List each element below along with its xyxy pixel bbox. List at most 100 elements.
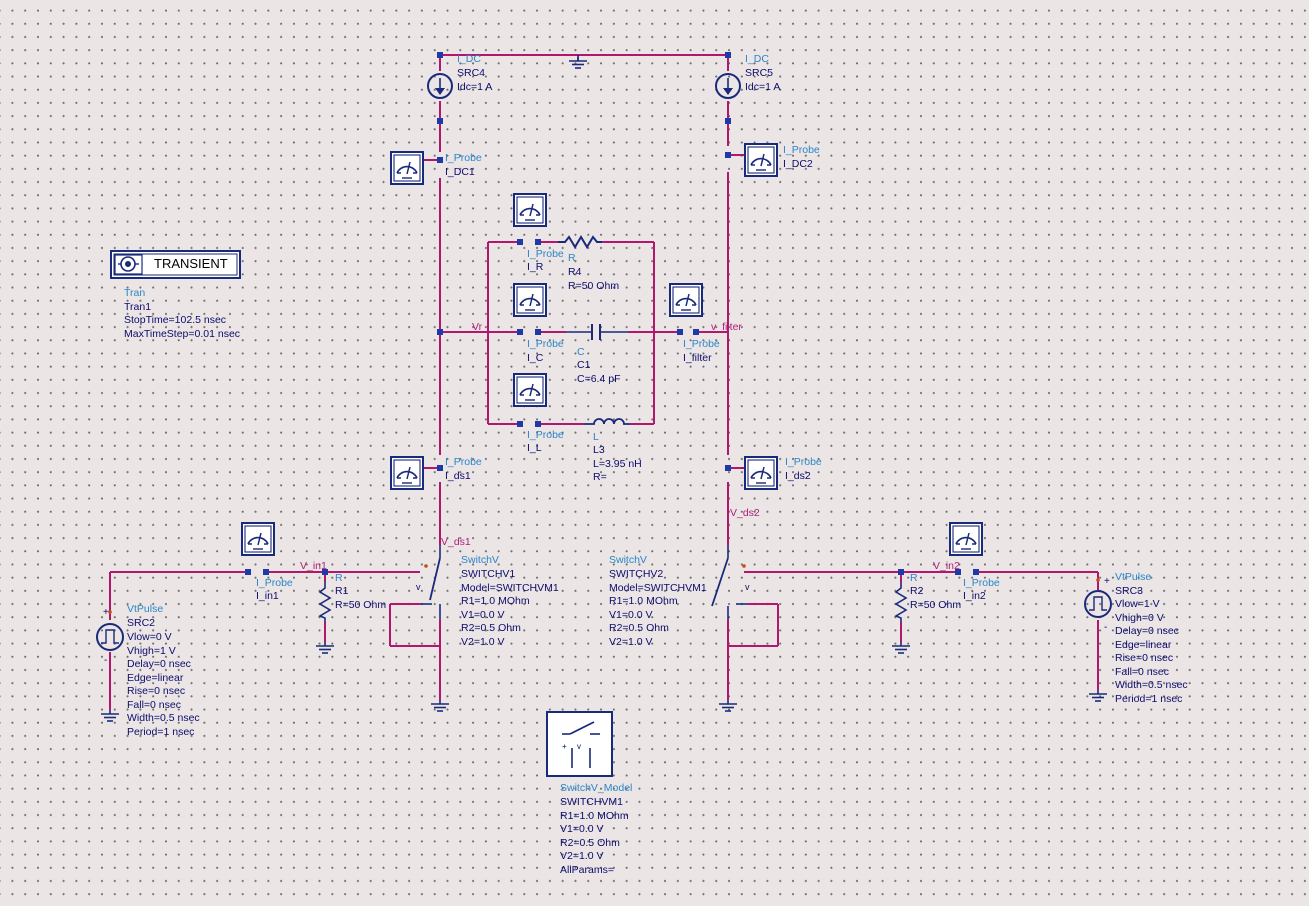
src2-param-0: Vlow=0 V	[127, 631, 172, 643]
probe-in1-type: I_Probe	[256, 577, 293, 589]
grounds	[100, 55, 1108, 722]
model-param-1: V1=0.0 V	[560, 823, 604, 835]
r4-value: R=50 Ohm	[568, 280, 619, 292]
probe-l[interactable]: I_Probe I_L	[513, 373, 564, 454]
src3[interactable]: + - VtPulse SRC3 Vlow=1 V Vhigh=0 V Dela…	[1084, 571, 1188, 705]
r4-name: R4	[568, 266, 582, 278]
resistor-icon	[318, 582, 332, 622]
src3-param-5: Fall=0 nsec	[1115, 666, 1169, 678]
r1-value: R=50 Ohm	[335, 599, 386, 611]
switch1-param-4: V2=1.0 V	[461, 636, 505, 648]
transient-controller[interactable]: TRANSIENT Tran Tran1 StopTime=102.5 nsec…	[110, 250, 241, 340]
probe-dc1[interactable]: I_Probe I_DC1	[390, 151, 482, 185]
src3-param-3: Edge=linear	[1115, 639, 1172, 651]
src2-param-4: Rise=0 nsec	[127, 685, 185, 697]
model-param-3: V2=1.0 V	[560, 850, 604, 862]
svg-text:+: +	[1104, 576, 1110, 587]
net-label-v-ds1: V_ds1	[441, 536, 471, 548]
probe-dc2-type: I_Probe	[783, 144, 820, 156]
probe-l-name: I_L	[527, 442, 542, 454]
model-type: SwitchV_Model	[560, 782, 632, 794]
svg-text:-: -	[104, 655, 107, 666]
switch2[interactable]: v SwitchV SWITCHV2 Model=SWITCHVM1 R1=1.…	[609, 545, 750, 648]
svg-text:v: v	[416, 582, 421, 592]
r2-name: R2	[910, 585, 924, 597]
r4[interactable]: R R4 R=50 Ohm	[558, 235, 619, 292]
probe-dc2[interactable]: I_Probe I_DC2	[744, 143, 820, 177]
probe-in1[interactable]: I_Probe I_in1	[241, 522, 293, 602]
probe-in2-name: I_in2	[963, 590, 986, 602]
switch1-param-2: V1=0.0 V	[461, 609, 505, 621]
switch2-name: SWITCHV2	[609, 568, 663, 580]
probe-c[interactable]: I_Probe I_C	[513, 283, 564, 364]
probe-l-type: I_Probe	[527, 429, 564, 441]
net-label-vr: Vr	[472, 321, 483, 333]
probe-r[interactable]: I_Probe I_R	[513, 193, 564, 273]
current-probe-icon	[390, 456, 424, 490]
probe-filter-name: I_filter	[683, 352, 712, 364]
r2[interactable]: R R2 R=50 Ohm	[894, 572, 961, 622]
pulse-source-icon: + -	[96, 607, 124, 666]
src4-name: SRC4	[457, 67, 485, 79]
probe-dc1-type: I_Probe	[445, 152, 482, 164]
svg-text:v: v	[577, 742, 581, 751]
probe-ds1[interactable]: I_Probe I_ds1	[390, 456, 482, 490]
r1[interactable]: R R1 R=50 Ohm	[318, 572, 386, 622]
switch-model[interactable]: v + SwitchV_Model SWITCHVM1 R1=1.0 MOhm …	[546, 711, 632, 876]
tran-name: Tran1	[124, 301, 151, 313]
probe-ds1-type: I_Probe	[445, 456, 482, 468]
ground-icon	[315, 641, 335, 654]
voltage-switch-icon: v +	[562, 721, 600, 768]
probe-ds2-type: I_Probe	[785, 456, 822, 468]
c1[interactable]: C C1 C=6.4 pF	[566, 324, 628, 385]
resistor-icon	[558, 235, 602, 249]
src2-param-3: Edge=linear	[127, 672, 184, 684]
c1-name: C1	[577, 359, 591, 371]
probe-filter[interactable]: I_Probe I_filter	[669, 283, 720, 364]
net-label-v-in1: V_in1	[300, 560, 327, 572]
current-probe-icon	[744, 456, 778, 490]
src4-idc: Idc=1 A	[457, 81, 492, 93]
l3-name: L3	[593, 444, 605, 456]
tran-stoptime: StopTime=102.5 nsec	[124, 314, 226, 326]
transient-box-label: TRANSIENT	[154, 256, 228, 271]
src3-param-7: Period=1 nsec	[1115, 693, 1182, 705]
current-probe-icon	[949, 522, 983, 556]
model-param-0: R1=1.0 MOhm	[560, 810, 629, 822]
model-param-2: R2=0.5 Ohm	[560, 837, 620, 849]
probe-in2[interactable]: I_Probe I_in2	[949, 522, 1000, 602]
src2-name: SRC2	[127, 617, 155, 629]
current-probe-icon	[513, 373, 547, 407]
model-param-4: AllParams=	[560, 864, 614, 876]
probe-ds2[interactable]: I_Probe I_ds2	[744, 456, 822, 490]
svg-text:+: +	[103, 607, 109, 618]
tran-maxtimestep: MaxTimeStep=0.01 nsec	[124, 328, 240, 340]
src3-param-1: Vhigh=0 V	[1115, 612, 1164, 624]
src2[interactable]: + - VtPulse SRC2 Vlow=0 V Vhigh=1 V Dela…	[96, 603, 200, 738]
probe-r-name: I_R	[527, 261, 544, 273]
switch1-param-0: Model=SWITCHVM1	[461, 582, 559, 594]
current-probe-icon	[241, 522, 275, 556]
r1-type: R	[335, 572, 343, 584]
src4[interactable]: I_DC SRC4 Idc=1 A	[427, 53, 492, 99]
l3-type: L	[593, 431, 599, 443]
l3[interactable]: L L3 L=3.95 nH R=	[584, 418, 642, 483]
src3-type: VtPulse	[1115, 571, 1151, 583]
src3-param-0: Vlow=1 V	[1115, 598, 1160, 610]
switch1-param-1: R1=1.0 MOhm	[461, 595, 530, 607]
svg-text:+: +	[562, 742, 567, 751]
ground-icon	[100, 709, 120, 722]
switch2-type: SwitchV	[609, 554, 647, 566]
pin-dots	[245, 52, 979, 575]
probe-in2-type: I_Probe	[963, 577, 1000, 589]
probe-dc1-name: I_DC1	[445, 166, 475, 178]
model-name: SWITCHVM1	[560, 796, 623, 808]
probe-r-type: I_Probe	[527, 248, 564, 260]
net-label-v-in2: V_in2	[933, 560, 960, 572]
svg-text:-: -	[1104, 622, 1107, 633]
switch1[interactable]: v SwitchV SWITCHV1 Model=SWITCHVM1 R1=1.…	[416, 545, 559, 648]
switch2-param-2: V1=0.0 V	[609, 609, 653, 621]
src5[interactable]: I_DC SRC5 Idc=1 A	[715, 53, 780, 99]
current-probe-icon	[669, 283, 703, 317]
